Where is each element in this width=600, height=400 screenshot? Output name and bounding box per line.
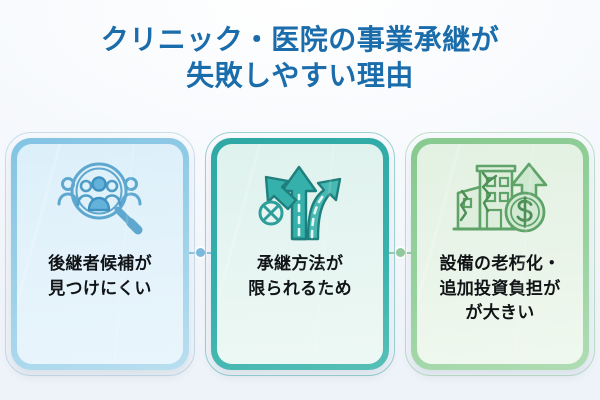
- reason-card-equipment-aging[interactable]: 設備の老朽化・ 追加投資負担が が大きい: [405, 132, 595, 376]
- reason-card-label: 後継者候補が 見つけにくい: [17, 252, 183, 364]
- reason-card-label-line-2: 限られるため: [248, 278, 352, 298]
- cracked-building-money-icon: [417, 144, 583, 252]
- reason-card-label-line-2: 追加投資負担が: [439, 278, 561, 298]
- page-title: クリニック・医院の事業承継が 失敗しやすい理由: [0, 22, 600, 95]
- reason-card-label-line-1: 承継方法が: [256, 254, 344, 273]
- reason-card-group: 後継者候補が 見つけにくい: [0, 132, 600, 378]
- page-title-line-1: クリニック・医院の事業承継が: [100, 24, 500, 55]
- reason-card-label: 承継方法が 限られるため: [217, 252, 383, 364]
- forked-road-arrows-icon: [217, 144, 383, 252]
- reason-card-body: 設備の老朽化・ 追加投資負担が が大きい: [417, 144, 583, 364]
- reason-card-label-line-1: 設備の老朽化・: [439, 254, 561, 273]
- reason-card-label-line-2: 見つけにくい: [48, 278, 152, 298]
- card-connector-dot-left: [196, 248, 205, 257]
- magnifier-people-icon: [17, 144, 183, 252]
- page-title-line-2: 失敗しやすい理由: [186, 60, 414, 92]
- reason-card-label-line-3: が大きい: [465, 303, 535, 323]
- reason-card-succession-method[interactable]: 承継方法が 限られるため: [205, 132, 395, 376]
- reason-card-label-line-1: 後継者候補が: [48, 254, 152, 273]
- reason-card-label: 設備の老朽化・ 追加投資負担が が大きい: [417, 252, 583, 364]
- reason-card-successor-candidate[interactable]: 後継者候補が 見つけにくい: [5, 132, 195, 376]
- card-connector-dot-right: [396, 248, 405, 257]
- reason-card-body: 承継方法が 限られるため: [217, 144, 383, 364]
- reason-card-body: 後継者候補が 見つけにくい: [17, 144, 183, 364]
